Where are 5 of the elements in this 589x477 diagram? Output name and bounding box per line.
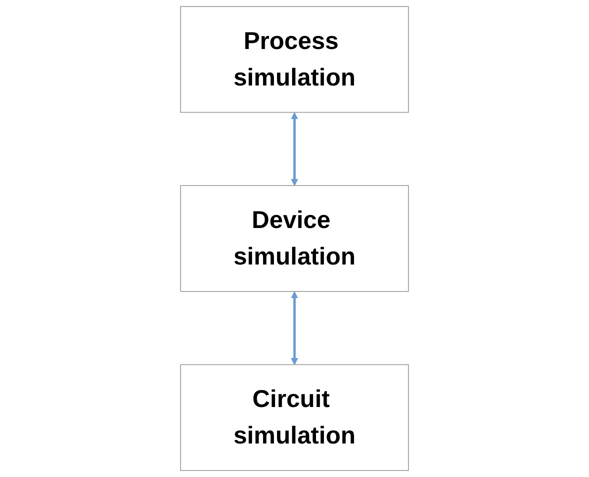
node-box: Process simulation xyxy=(180,6,409,113)
node-box: Device simulation xyxy=(180,185,409,292)
node-box: Circuit simulation xyxy=(180,364,409,471)
arrow xyxy=(290,112,298,186)
arrow xyxy=(290,291,298,365)
